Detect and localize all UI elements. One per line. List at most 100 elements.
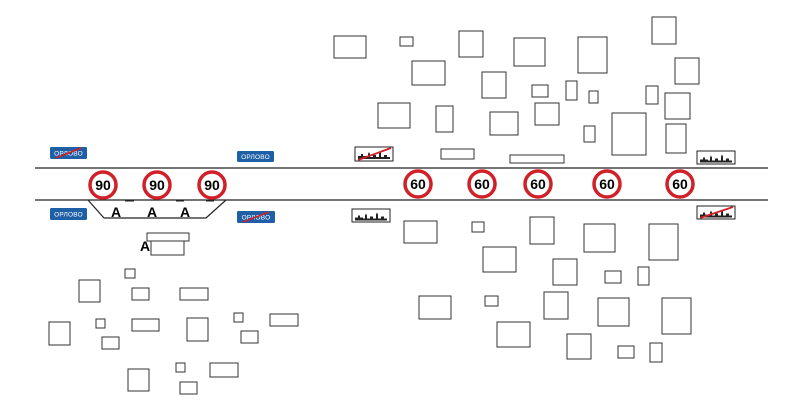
building [471,221,485,233]
speed-limit-sign: 60 [665,169,695,199]
speed-limit-sign: 90 [197,170,227,200]
building [496,321,531,348]
building [674,57,700,85]
building [131,287,150,301]
road [35,167,768,219]
bus-stop-platform [150,240,185,256]
building [78,279,101,303]
speed-limit-value: 90 [149,177,165,193]
building [175,362,186,373]
bus-bay [87,199,227,219]
building [186,317,209,342]
building [481,71,507,99]
speed-limit-value: 60 [474,176,490,192]
building [403,220,438,244]
speed-limit-value: 90 [204,177,220,193]
building [333,35,367,59]
speed-limit-sign: 90 [142,170,172,200]
building [435,105,454,133]
building [124,268,136,279]
building [583,125,596,143]
town-silhouette-icon [351,208,391,223]
building [233,312,244,323]
lane-markings: А А А А [111,204,190,254]
building [418,295,452,320]
building [440,148,475,160]
town-name: ОРЛОВО [241,154,270,161]
settlement-signs [351,146,736,223]
town-end-sign: ОРЛОВО [50,147,87,159]
building [604,270,622,284]
town-silhouette-crossed-icon [696,205,736,220]
speed-limit-sign: 60 [467,169,497,199]
building [664,92,691,120]
speed-limit-value: 60 [530,176,546,192]
cancel-stripe [55,147,82,159]
building [127,368,150,392]
lane-marking-3: А [180,204,190,220]
building [645,85,659,105]
buildings [48,16,700,395]
speed-limit-sign: 60 [592,169,622,199]
town-name: ОРЛОВО [54,151,83,158]
lane-marking-2: А [147,204,157,220]
speed-limit-sign: 60 [403,169,433,199]
building [131,318,160,332]
speed-limit-signs: 90 90 90 60 60 60 60 60 [88,169,695,200]
building [179,287,209,301]
speed-limit-sign: 90 [88,170,118,200]
building [48,321,71,346]
building [95,318,106,329]
building [482,246,517,273]
town-silhouette-crossed-icon [354,146,394,162]
building [651,16,677,45]
building [513,37,546,67]
town-end-sign: ОРЛОВО [237,211,275,223]
building [484,295,499,307]
building [565,80,578,101]
bus-stop-shelter [146,232,190,242]
building [649,342,663,363]
building [240,330,259,344]
building [543,291,569,320]
town-silhouette-icon [696,150,736,165]
building [531,84,549,98]
building [269,313,299,327]
building [377,102,411,129]
speed-limit-value: 60 [410,176,426,192]
town-name: ОРЛОВО [242,215,271,222]
building [411,60,446,86]
building [566,333,592,360]
cancel-stripe [242,211,270,223]
building [588,90,599,104]
building [179,381,198,395]
lane-marking-1: А [111,204,121,220]
speed-limit-value: 90 [95,177,111,193]
building [661,297,692,335]
building [489,111,519,136]
building [597,297,630,327]
building [534,102,560,126]
lane-marking-4: А [140,238,150,254]
building [101,336,120,350]
town-start-sign: ОРЛОВО [50,208,87,220]
building [577,36,608,74]
building [611,112,647,156]
building [648,223,679,261]
building [209,362,239,378]
building [552,258,578,286]
building [458,30,484,58]
building [637,266,650,286]
town-name-signs: ОРЛОВО ОРЛОВО ОРЛОВО ОРЛОВО [50,147,275,223]
building [509,154,565,164]
building [617,345,635,359]
speed-limit-value: 60 [599,176,615,192]
building [399,36,414,47]
building [529,216,555,245]
building [665,123,687,154]
building [583,223,616,253]
town-start-sign: ОРЛОВО [237,151,274,162]
speed-limit-value: 60 [672,176,688,192]
town-name: ОРЛОВО [54,212,83,219]
